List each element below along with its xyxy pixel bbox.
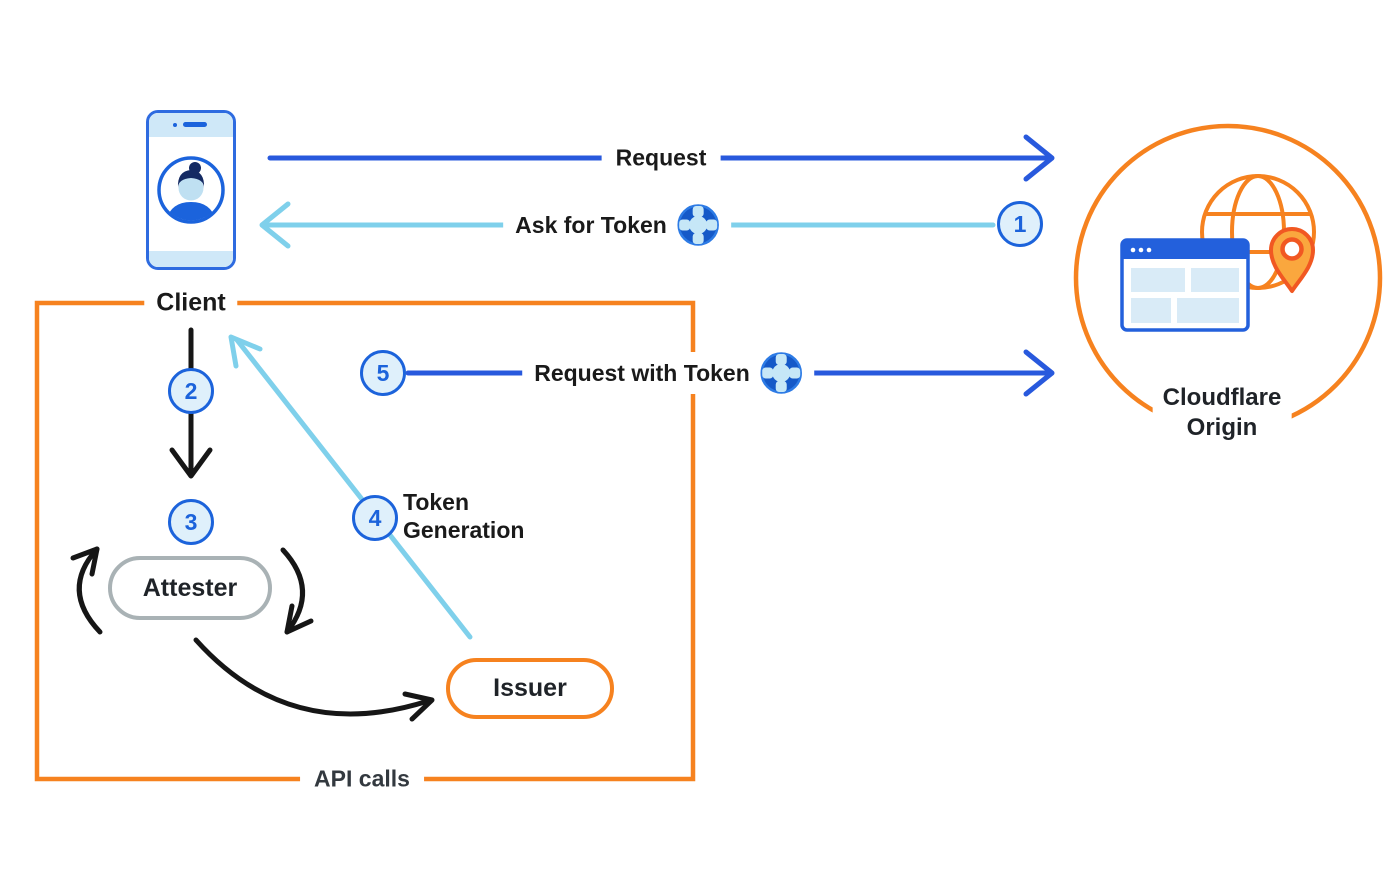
token-generation-arrow xyxy=(228,334,473,640)
client-label: Client xyxy=(144,288,238,318)
step-badge-1: 1 xyxy=(997,201,1043,247)
attester-to-issuer-arrow xyxy=(193,637,435,722)
phone-topbar xyxy=(149,113,233,137)
token-icon xyxy=(677,204,719,246)
step-badge-2: 2 xyxy=(168,368,214,414)
api-calls-label: API calls xyxy=(300,765,424,793)
cloudflare-origin-line1: Cloudflare xyxy=(1162,384,1282,411)
ask-for-token-unit: Ask for Token xyxy=(503,204,731,246)
step-badge-5: 5 xyxy=(360,350,406,396)
request-label: Request xyxy=(601,144,721,172)
issuer-node: Issuer xyxy=(446,658,614,719)
issuer-label: Issuer xyxy=(493,674,567,702)
token-generation-line2: Generation xyxy=(403,517,525,543)
phone-icon xyxy=(146,110,236,270)
request-with-token-label: Request with Token xyxy=(534,359,750,386)
attester-label: Attester xyxy=(142,573,238,602)
attestation-loop-right-arrow xyxy=(280,547,314,635)
phone-camera-dot xyxy=(173,123,177,127)
token-generation-label: Token Generation xyxy=(403,488,524,544)
token-generation-line1: Token xyxy=(403,489,470,515)
step-badge-3: 3 xyxy=(168,499,214,545)
attestation-loop-left-arrow xyxy=(70,546,103,635)
step-badge-4: 4 xyxy=(352,495,398,541)
request-with-token-unit: Request with Token xyxy=(522,352,814,394)
phone-speaker-bar xyxy=(183,122,207,127)
ask-for-token-label: Ask for Token xyxy=(515,211,667,238)
location-pin-icon xyxy=(1269,227,1315,293)
cloudflare-origin-line2: Origin xyxy=(1186,414,1258,441)
user-avatar-icon xyxy=(157,156,225,224)
attester-node: Attester xyxy=(108,556,272,620)
phone-bottombar xyxy=(149,251,233,267)
cloudflare-origin-label: Cloudflare Origin xyxy=(1152,379,1292,447)
browser-window-icon xyxy=(1120,238,1250,332)
token-icon xyxy=(760,352,802,394)
